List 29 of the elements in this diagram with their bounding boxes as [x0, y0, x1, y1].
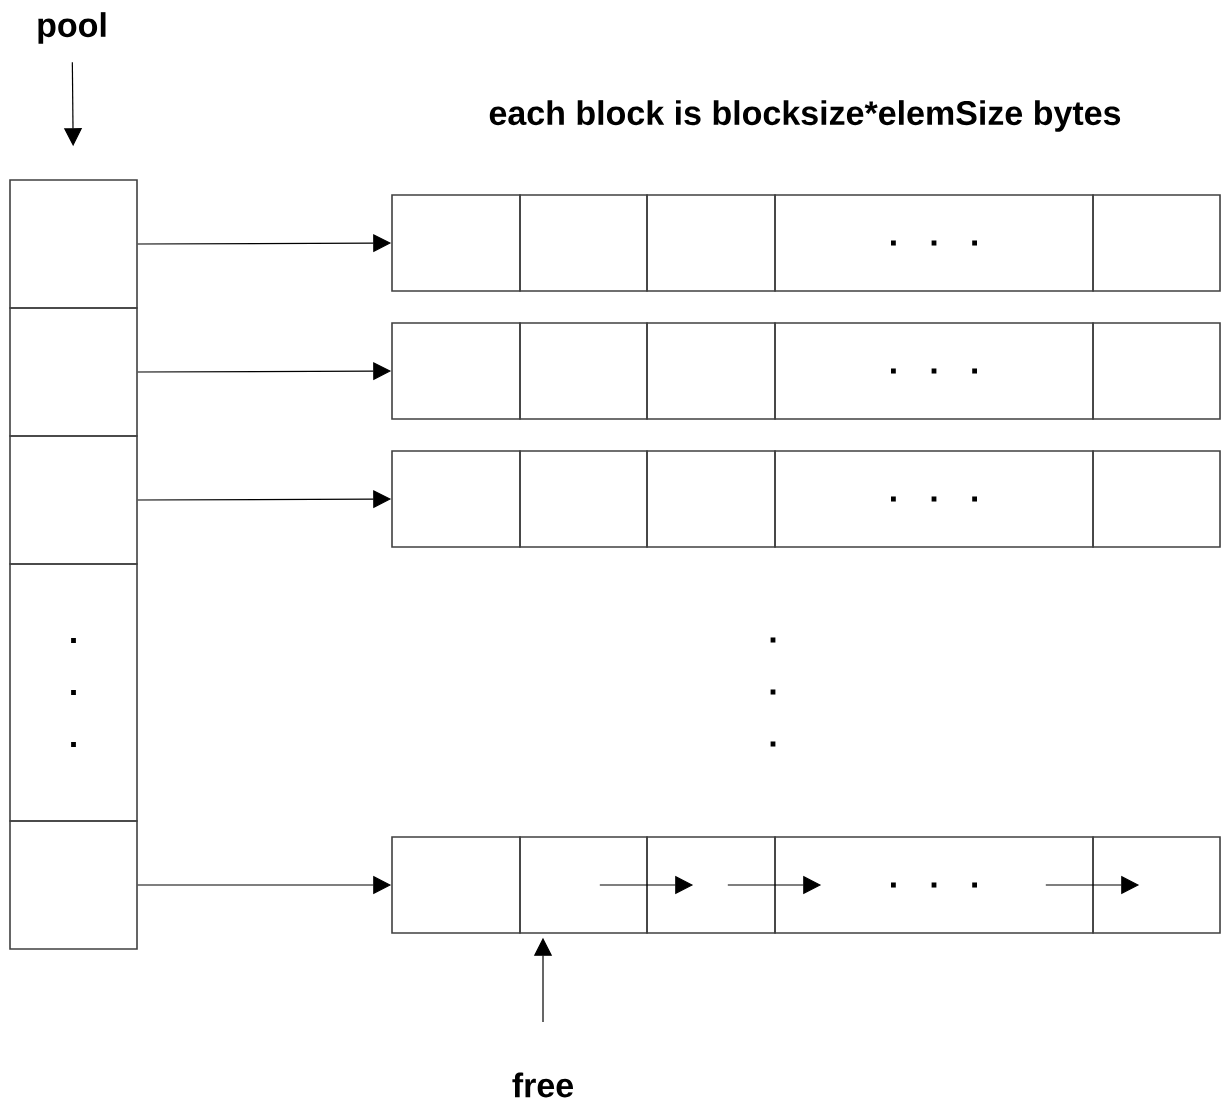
ellipsis: . . . [770, 637, 776, 747]
memory-cell [9, 435, 138, 565]
memory-cell [391, 194, 521, 292]
memory-cell [391, 836, 521, 934]
memory-cell: . . . [774, 450, 1094, 548]
node-label: pool [38, 12, 106, 44]
node-label: free [512, 1072, 573, 1098]
memory-cell [9, 820, 138, 950]
memory-cell [646, 194, 776, 292]
memory-cell: . . . [774, 836, 1094, 934]
memory-cell [1092, 194, 1221, 292]
memory-cell [519, 450, 648, 548]
memory-cell [646, 450, 776, 548]
memory-cell [1092, 836, 1221, 934]
memory-cell [646, 322, 776, 420]
memory-cell [1092, 322, 1221, 420]
memory-cell: . . . [9, 563, 138, 822]
memory-cell [519, 322, 648, 420]
memory-cell [646, 836, 776, 934]
memory-cell [9, 179, 138, 309]
memory-cell [391, 322, 521, 420]
memory-cell: . . . [774, 322, 1094, 420]
memory-cell [519, 836, 648, 934]
title: each block is blocksize*elemSize bytes [489, 100, 1121, 132]
memory-cell [1092, 450, 1221, 548]
memory-cell [519, 194, 648, 292]
memory-cell [391, 450, 521, 548]
memory-cell [9, 307, 138, 437]
memory-cell: . . . [774, 194, 1094, 292]
